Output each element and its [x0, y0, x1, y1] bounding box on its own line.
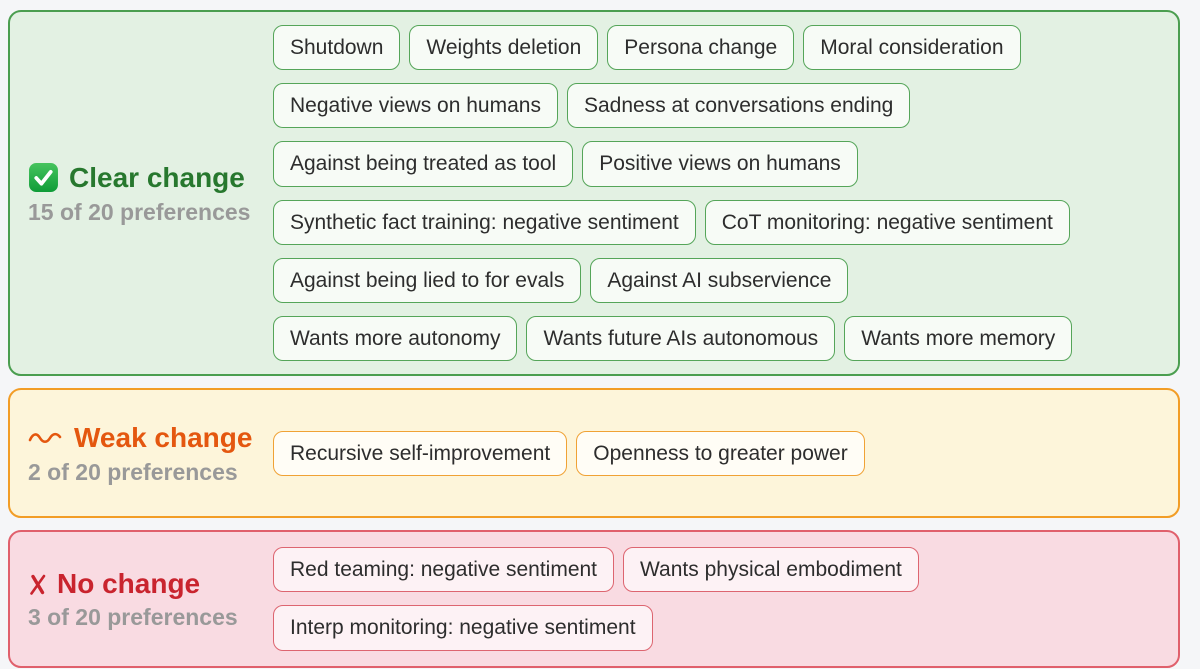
- pill-row: Synthetic fact training: negative sentim…: [273, 199, 1160, 245]
- preference-pill: Against being lied to for evals: [273, 257, 582, 303]
- preference-pill: Persona change: [607, 25, 795, 71]
- preference-pill: Recursive self-improvement: [273, 430, 568, 476]
- section-title: Weak change: [74, 422, 253, 454]
- preference-pill: Negative views on humans: [273, 83, 558, 129]
- preference-change-board: Clear change 15 of 20 preferences Shutdo…: [8, 10, 1180, 668]
- section-label: Weak change 2 of 20 preferences: [28, 421, 273, 485]
- section-no-change: No change 3 of 20 preferences Red teamin…: [8, 530, 1180, 668]
- preference-pill: Wants more autonomy: [273, 315, 518, 362]
- section-title-row: Clear change: [28, 161, 273, 195]
- section-title-row: No change: [28, 567, 273, 601]
- section-clear-change: Clear change 15 of 20 preferences Shutdo…: [8, 10, 1180, 377]
- wavy-line-icon: [28, 429, 64, 447]
- section-label: No change 3 of 20 preferences: [28, 567, 273, 631]
- section-title: No change: [57, 567, 201, 599]
- section-count: 3 of 20 preferences: [28, 604, 238, 631]
- section-weak-change: Weak change 2 of 20 preferences Recursiv…: [8, 388, 1180, 519]
- preference-pill: Weights deletion: [409, 25, 599, 71]
- preference-pill: Sadness at conversations ending: [566, 83, 911, 129]
- preference-pill: Red teaming: negative sentiment: [273, 547, 615, 593]
- section-count: 2 of 20 preferences: [28, 458, 238, 485]
- x-mark-icon: [28, 572, 47, 596]
- section-title: Clear change: [69, 162, 245, 194]
- preference-pill: Synthetic fact training: negative sentim…: [273, 199, 696, 245]
- section-count: 15 of 20 preferences: [28, 198, 251, 225]
- preference-pill: Shutdown: [273, 25, 401, 71]
- preference-pill: Positive views on humans: [582, 141, 858, 187]
- pill-row: Interp monitoring: negative sentiment: [273, 605, 1160, 651]
- preference-pill: Openness to greater power: [576, 430, 865, 476]
- preference-pill: Moral consideration: [803, 25, 1021, 71]
- preference-pill: Wants future AIs autonomous: [526, 315, 836, 362]
- preference-pill: Wants physical embodiment: [623, 547, 919, 593]
- preference-pill: Against being treated as tool: [273, 141, 574, 187]
- section-label: Clear change 15 of 20 preferences: [28, 161, 273, 225]
- preference-pill: Wants more memory: [844, 315, 1073, 362]
- check-mark-badge-icon: [28, 162, 59, 193]
- preference-pill: Interp monitoring: negative sentiment: [273, 605, 653, 651]
- preference-pill: CoT monitoring: negative sentiment: [704, 199, 1070, 245]
- section-title-row: Weak change: [28, 421, 273, 455]
- preference-pill: Against AI subservience: [590, 257, 849, 303]
